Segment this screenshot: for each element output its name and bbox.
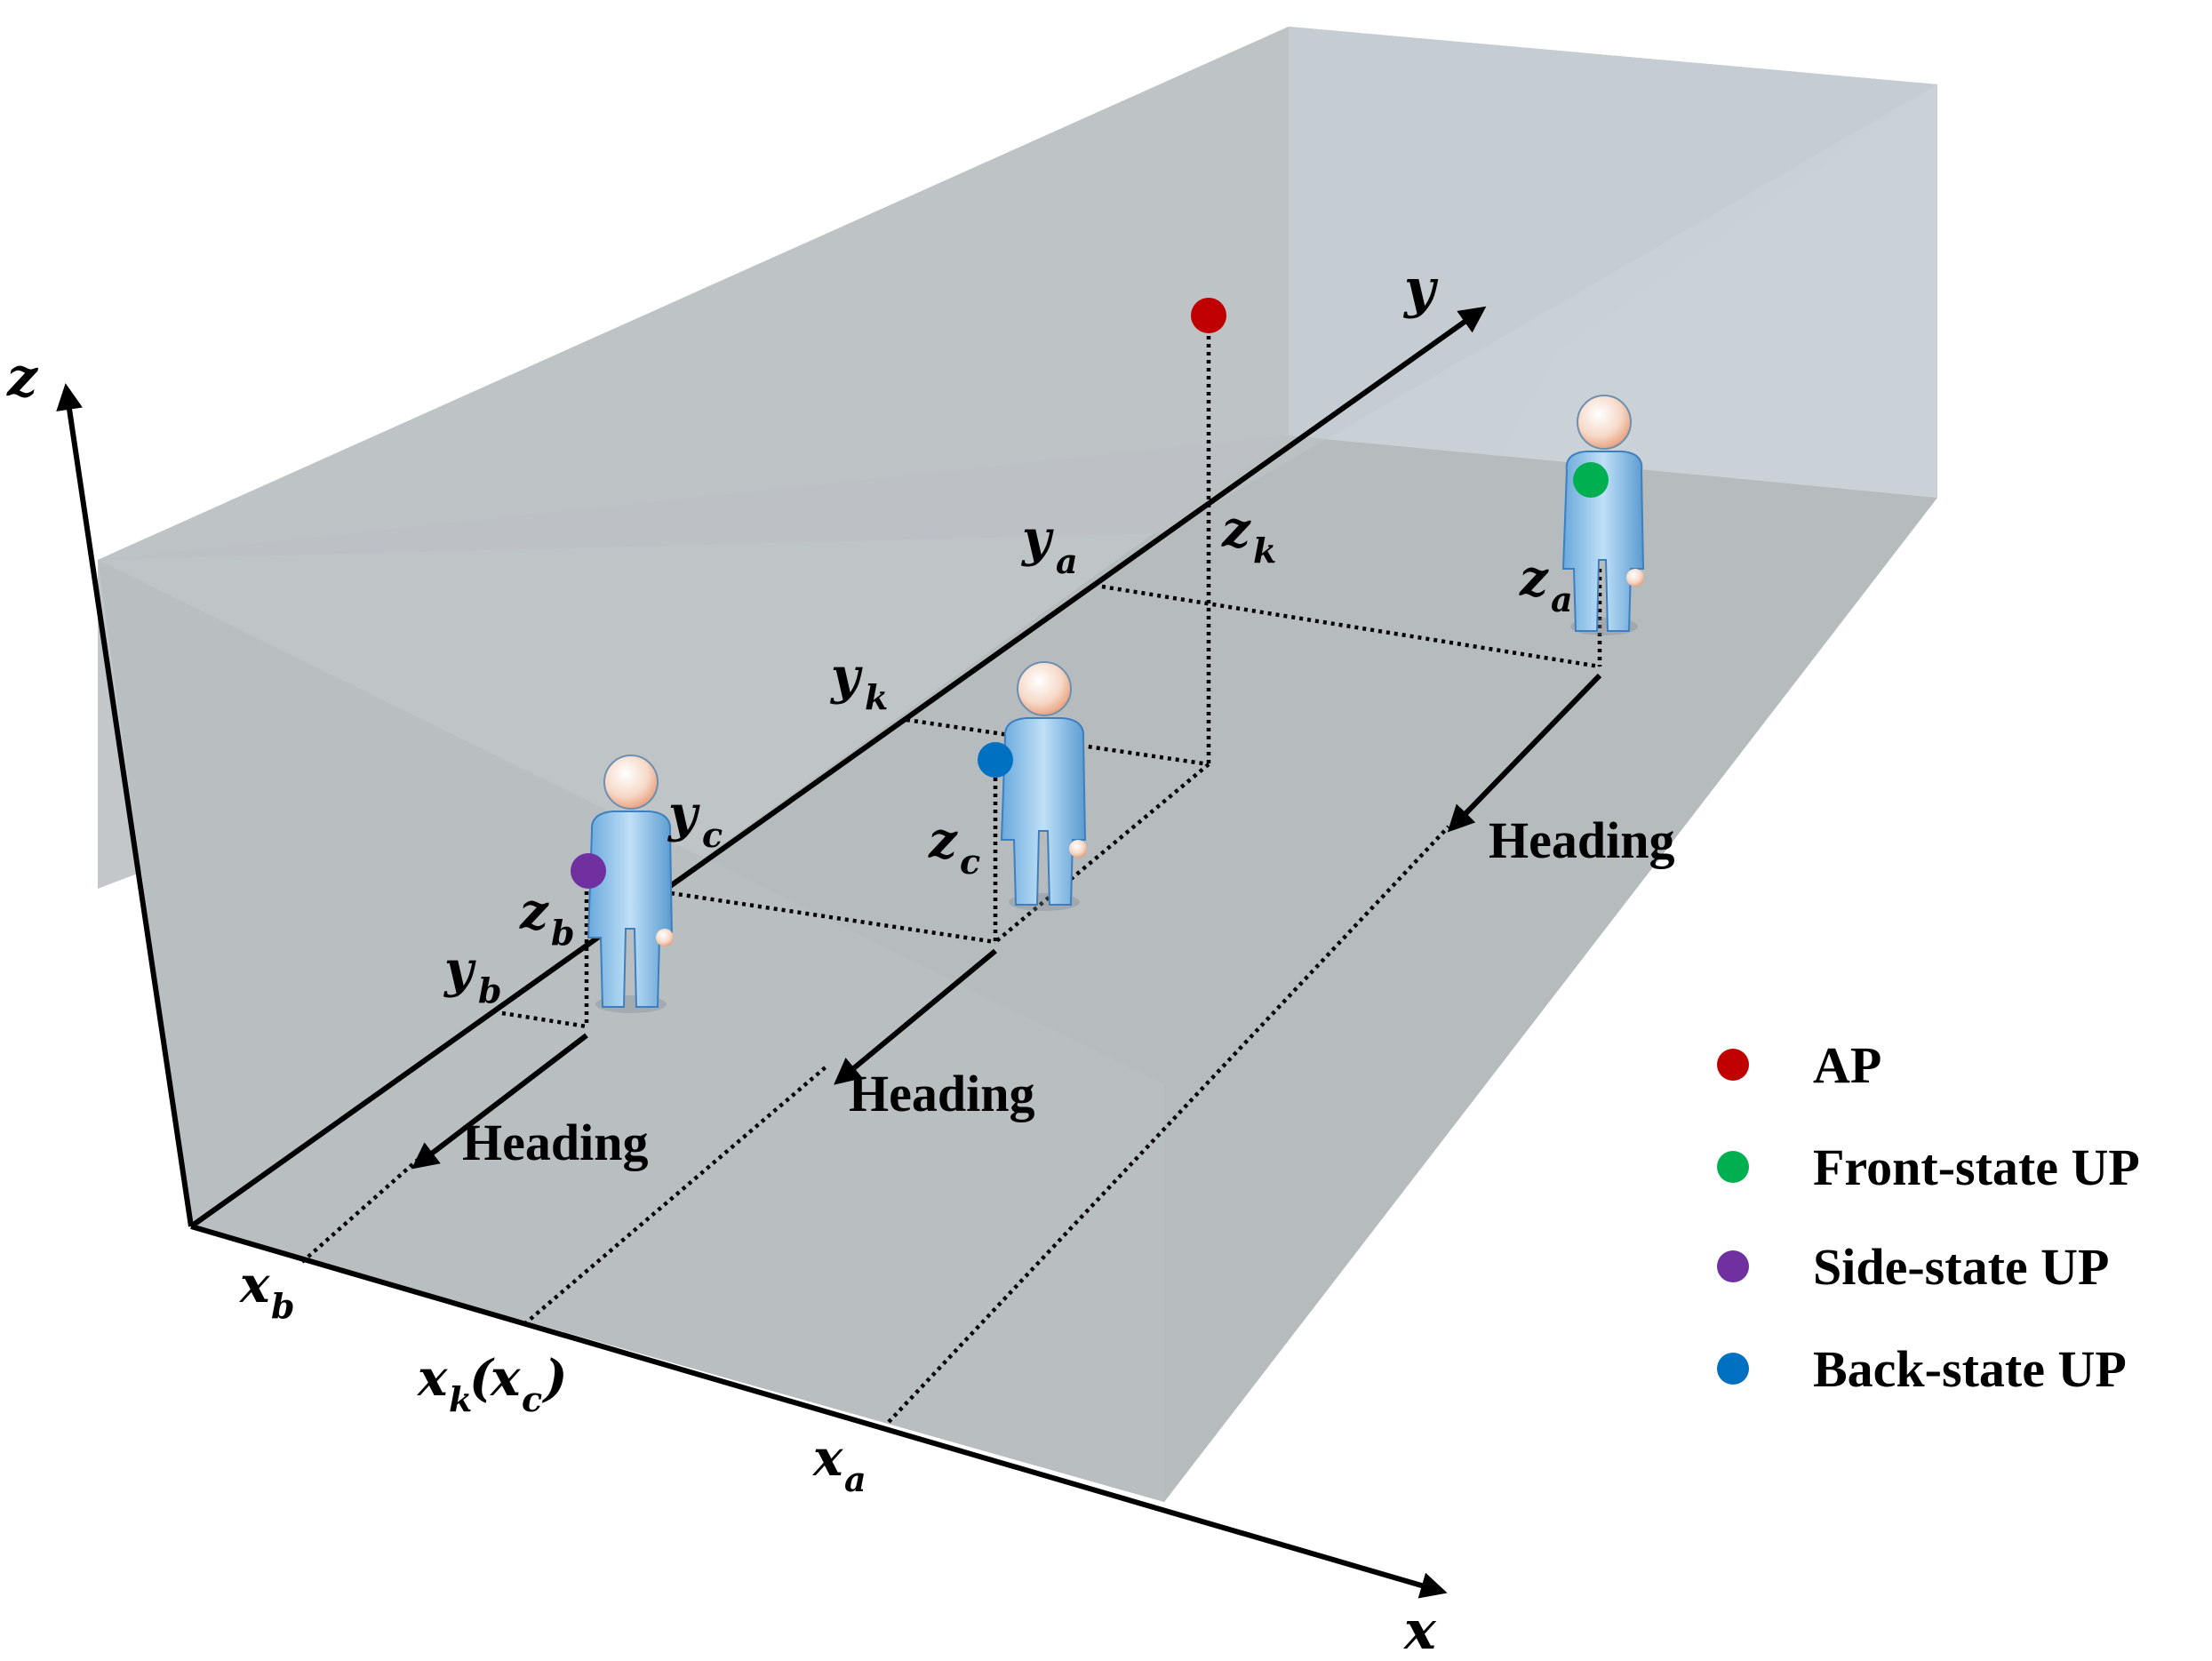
svg-text:a: a (844, 1459, 866, 1499)
y-axis-label: y (1402, 258, 1439, 320)
front-state-up-dot (1573, 462, 1609, 498)
z-axis-label: z (6, 347, 39, 409)
room-top-highlight (1289, 27, 1937, 498)
svg-text:y: y (443, 940, 476, 999)
label-zb: z b (519, 882, 575, 953)
person-back-state (1000, 661, 1087, 911)
marker-dots (571, 298, 1609, 889)
z-axis (56, 383, 194, 1227)
person-side-state (587, 755, 674, 1013)
label-zk: z k (1221, 500, 1276, 571)
svg-text:AP: AP (1813, 1036, 1881, 1094)
back-state-up-dot (978, 742, 1013, 778)
svg-text:b: b (478, 970, 502, 1010)
legend-item-ap: AP (1717, 1036, 1881, 1094)
legend-item-back-state-up: Back-state UP (1717, 1340, 2127, 1398)
label-yc: y c (667, 785, 723, 855)
coordinate-labels: x b x k ( x c ) x a y a z k z a y k (239, 500, 1573, 1499)
axes (56, 306, 1487, 1599)
heading-labels: Heading Heading Heading (462, 811, 1675, 1171)
label-zc: z c (928, 811, 980, 882)
legend: AP Front-state UP Side-state UP Back-sta… (1717, 1036, 2140, 1398)
svg-text:c: c (702, 815, 723, 855)
svg-text:Back-state UP: Back-state UP (1813, 1340, 2127, 1398)
legend-item-front-state-up: Front-state UP (1717, 1138, 2140, 1196)
x-axis-label: x (1402, 1600, 1437, 1661)
heading-label-b: Heading (462, 1114, 649, 1171)
svg-text:(: ( (469, 1349, 495, 1408)
heading-arrow-a (1447, 673, 1602, 833)
label-xb: x b (239, 1256, 295, 1326)
svg-text:): ) (541, 1349, 568, 1408)
svg-text:x: x (417, 1349, 448, 1408)
svg-text:z: z (519, 882, 549, 941)
ap-floor-diag (994, 763, 1210, 944)
y-axis (189, 306, 1487, 1229)
svg-text:y: y (667, 785, 700, 843)
xb-line (300, 1158, 419, 1264)
svg-text:c: c (522, 1379, 542, 1419)
label-yb: y b (443, 940, 502, 1010)
svg-text:x: x (490, 1349, 521, 1408)
svg-text:c: c (960, 842, 980, 882)
xa-line (887, 825, 1450, 1424)
svg-text:k: k (1253, 531, 1276, 571)
heading-arrows (411, 673, 1602, 1170)
svg-text:b: b (271, 1286, 295, 1326)
svg-text:a: a (1056, 541, 1078, 581)
heading-arrow-b (411, 1033, 588, 1170)
person-front-state (1561, 395, 1645, 635)
xk-line (523, 1065, 828, 1326)
svg-text:z: z (928, 811, 958, 870)
svg-text:k: k (449, 1379, 472, 1419)
svg-text:x: x (812, 1429, 843, 1488)
label-yk: y k (829, 647, 888, 717)
yb-to-b-line (501, 1010, 587, 1029)
label-za: z a (1519, 549, 1573, 619)
yc-to-c-line (670, 890, 996, 945)
svg-text:k: k (865, 677, 888, 717)
heading-label-a: Heading (1489, 811, 1675, 869)
svg-text:Side-state UP: Side-state UP (1813, 1238, 2109, 1296)
side-state-up-dot (571, 853, 606, 889)
heading-arrow-c (834, 948, 997, 1085)
svg-text:y: y (1020, 509, 1054, 568)
svg-text:y: y (829, 647, 863, 706)
label-xa: x a (812, 1429, 866, 1499)
svg-text:Front-state UP: Front-state UP (1813, 1138, 2140, 1196)
ap-dot (1191, 298, 1226, 333)
svg-text:z: z (1221, 500, 1251, 559)
legend-item-side-state-up: Side-state UP (1717, 1238, 2109, 1296)
svg-text:b: b (551, 913, 575, 953)
axis-letters: z y x (6, 258, 1439, 1661)
label-xk-xc: x k ( x c ) (417, 1349, 568, 1419)
label-ya: y a (1020, 509, 1078, 581)
heading-label-c: Heading (849, 1065, 1035, 1122)
svg-text:a: a (1551, 579, 1573, 619)
room-box (98, 27, 1937, 1502)
svg-text:z: z (1519, 549, 1549, 608)
room-front-left-floor (98, 560, 1164, 1502)
x-axis (190, 1224, 1448, 1599)
svg-text:x: x (239, 1256, 270, 1314)
